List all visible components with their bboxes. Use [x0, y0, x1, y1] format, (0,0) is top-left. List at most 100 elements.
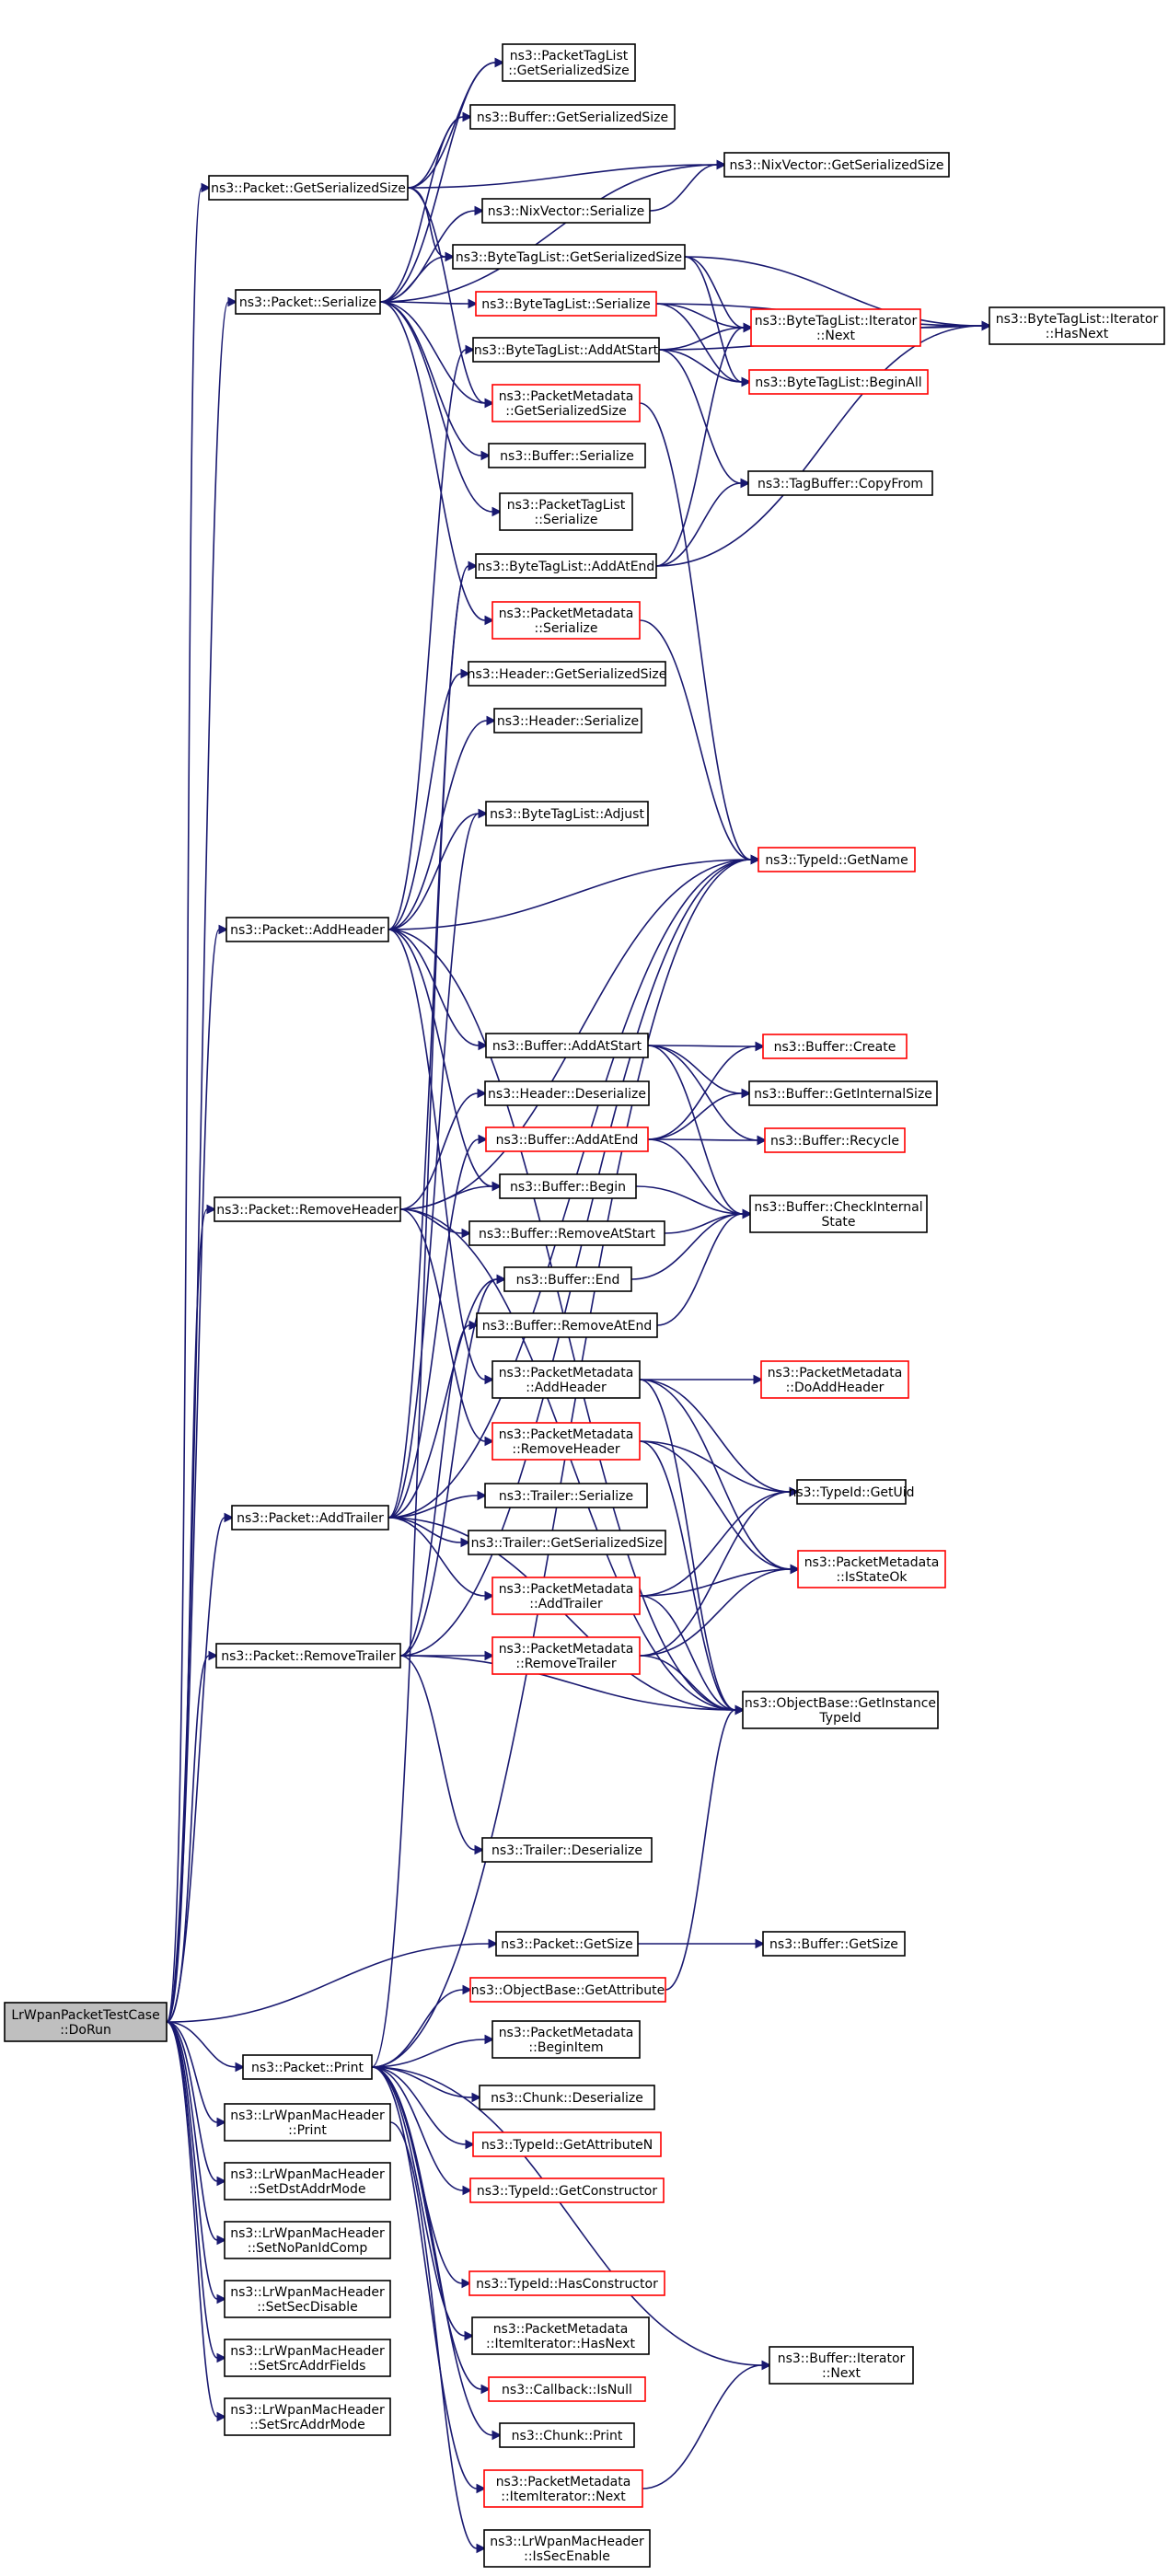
node-box-chunk_print	[499, 2422, 635, 2448]
node-buf_create[interactable]: ns3::Buffer::Create	[762, 1034, 908, 1059]
node-tid_getattrn[interactable]: ns3::TypeId::GetAttributeN	[472, 2131, 662, 2157]
node-nix_ser[interactable]: ns3::NixVector::Serialize	[481, 198, 651, 224]
node-hdr_getser[interactable]: ns3::Header::GetSerializedSize	[468, 661, 667, 687]
node-pm_removetrailer[interactable]: ns3::PacketMetadata::RemoveTrailer	[491, 1636, 641, 1675]
node-buf_end[interactable]: ns3::Buffer::End	[503, 1266, 632, 1292]
node-buf_addstart[interactable]: ns3::Buffer::AddAtStart	[485, 1033, 649, 1058]
node-lw_setdst[interactable]: ns3::LrWpanMacHeader::SetDstAddrMode	[224, 2162, 391, 2201]
arrowhead-root-to-lw_setdst	[216, 2176, 227, 2187]
node-buf_recycle[interactable]: ns3::Buffer::Recycle	[764, 1127, 906, 1153]
edge-pm_removetrailer-to-tid_getuid	[639, 1491, 791, 1657]
node-btl_it_hasnext[interactable]: ns3::ByteTagList::Iterator::HasNext	[989, 306, 1165, 345]
node-pm_isstateok[interactable]: ns3::PacketMetadata::IsStateOk	[797, 1550, 946, 1588]
arrowhead-pkt_serialize-to-pm_getser	[484, 398, 495, 409]
node-pkt_removetrailer[interactable]: ns3::Packet::RemoveTrailer	[215, 1643, 401, 1669]
node-label-lw_print-0: ns3::LrWpanMacHeader	[230, 2108, 385, 2123]
node-lw_print[interactable]: ns3::LrWpanMacHeader::Print	[224, 2103, 391, 2142]
node-buf_getsize[interactable]: ns3::Buffer::GetSize	[762, 1931, 906, 1957]
node-tid_hasctor[interactable]: ns3::TypeId::HasConstructor	[468, 2270, 665, 2296]
node-lw_setsecdis[interactable]: ns3::LrWpanMacHeader::SetSecDisable	[224, 2280, 391, 2318]
node-pkt_addheader[interactable]: ns3::Packet::AddHeader	[226, 917, 389, 942]
node-lw_setsrcf[interactable]: ns3::LrWpanMacHeader::SetSrcAddrFields	[224, 2339, 391, 2377]
node-tb_copyfrom[interactable]: ns3::TagBuffer::CopyFrom	[747, 470, 933, 496]
node-box-pm_addtrailer	[491, 1577, 641, 1615]
node-btl_addstart[interactable]: ns3::ByteTagList::AddAtStart	[472, 337, 660, 363]
node-pm_getser[interactable]: ns3::PacketMetadata::GetSerializedSize	[491, 384, 641, 422]
node-label-btl_it_hasnext-1: ::HasNext	[1046, 327, 1109, 341]
node-buf_it_next[interactable]: ns3::Buffer::Iterator::Next	[769, 2346, 914, 2385]
node-buf_removestart[interactable]: ns3::Buffer::RemoveAtStart	[468, 1220, 665, 1246]
node-ptl_getser[interactable]: ns3::PacketTagList::GetSerializedSize	[502, 43, 636, 82]
node-pkt_removeheader[interactable]: ns3::Packet::RemoveHeader	[214, 1196, 401, 1222]
arrowhead-pkt_print-to-cb_isnull	[480, 2384, 491, 2395]
node-btl_adjust[interactable]: ns3::ByteTagList::Adjust	[485, 801, 649, 826]
node-box-btl_beginall	[748, 369, 929, 395]
node-pm_addheader[interactable]: ns3::PacketMetadata::AddHeader	[491, 1360, 641, 1399]
arrowhead-root-to-pkt_getsize	[488, 1938, 499, 1949]
node-lw_issec[interactable]: ns3::LrWpanMacHeader::IsSecEnable	[483, 2529, 651, 2568]
node-pkt_getser[interactable]: ns3::Packet::GetSerializedSize	[208, 175, 409, 201]
node-label-buf_removestart-0: ns3::Buffer::RemoveAtStart	[479, 1227, 656, 1242]
node-pm_ser[interactable]: ns3::PacketMetadata::Serialize	[491, 601, 641, 640]
node-chunk_print[interactable]: ns3::Chunk::Print	[499, 2422, 635, 2448]
edge-pkt_removeheader-to-pm_removeheader	[399, 1208, 486, 1442]
node-pm_doaddheader[interactable]: ns3::PacketMetadata::DoAddHeader	[760, 1360, 909, 1399]
node-root[interactable]: LrWpanPacketTestCase::DoRun	[4, 2002, 168, 2042]
node-pkt_print[interactable]: ns3::Packet::Print	[242, 2054, 373, 2080]
node-buf_ser[interactable]: ns3::Buffer::Serialize	[488, 443, 646, 468]
node-label-lw_setsecdis-0: ns3::LrWpanMacHeader	[230, 2285, 385, 2300]
node-hdr_ser[interactable]: ns3::Header::Serialize	[493, 708, 642, 734]
node-ob_getattr[interactable]: ns3::ObjectBase::GetAttribute	[469, 1977, 666, 2003]
node-label-lw_setnopan-1: ::SetNoPanIdComp	[248, 2241, 368, 2256]
node-ptl_ser[interactable]: ns3::PacketTagList::Serialize	[499, 492, 633, 531]
arrowhead-btl_addend-to-tb_copyfrom	[740, 478, 751, 489]
node-btl_it_next[interactable]: ns3::ByteTagList::Iterator::Next	[750, 308, 921, 347]
node-box-lw_setsrcm	[224, 2397, 391, 2436]
node-tid_getctor[interactable]: ns3::TypeId::GetConstructor	[469, 2177, 665, 2203]
node-buf_addend[interactable]: ns3::Buffer::AddAtEnd	[485, 1126, 649, 1152]
node-box-pkt_getsize	[495, 1931, 639, 1957]
node-lw_setsrcm[interactable]: ns3::LrWpanMacHeader::SetSrcAddrMode	[224, 2397, 391, 2436]
node-box-hdr_getser	[468, 661, 666, 687]
node-chunk_deser[interactable]: ns3::Chunk::Deserialize	[479, 2085, 655, 2110]
node-btl_addend[interactable]: ns3::ByteTagList::AddAtEnd	[475, 553, 657, 579]
node-buf_getinternal[interactable]: ns3::Buffer::GetInternalSize	[748, 1080, 938, 1106]
node-label-buf_it_next-0: ns3::Buffer::Iterator	[778, 2351, 906, 2366]
node-btl_ser[interactable]: ns3::ByteTagList::Serialize	[475, 291, 657, 317]
node-tid_getname[interactable]: ns3::TypeId::GetName	[757, 847, 916, 872]
node-buf_begin[interactable]: ns3::Buffer::Begin	[499, 1173, 637, 1199]
node-pm_ii_next[interactable]: ns3::PacketMetadata::ItemIterator::Next	[483, 2469, 643, 2508]
edge-btl_addstart-to-btl_beginall	[658, 349, 743, 383]
node-buf_getser[interactable]: ns3::Buffer::GetSerializedSize	[469, 104, 676, 130]
node-tid_getuid[interactable]: ns3::TypeId::GetUid	[788, 1479, 915, 1505]
node-lw_setnopan[interactable]: ns3::LrWpanMacHeader::SetNoPanIdComp	[224, 2221, 391, 2259]
node-pm_beginitem[interactable]: ns3::PacketMetadata::BeginItem	[491, 2020, 641, 2059]
node-pm_ii_hasnext[interactable]: ns3::PacketMetadata::ItemIterator::HasNe…	[471, 2316, 650, 2355]
node-box-btl_addstart	[472, 337, 660, 363]
node-pkt_serialize[interactable]: ns3::Packet::Serialize	[235, 289, 381, 315]
node-buf_removeend[interactable]: ns3::Buffer::RemoveAtEnd	[476, 1312, 658, 1338]
node-box-pm_removeheader	[491, 1422, 641, 1461]
node-label-buf_checkinternal-0: ns3::Buffer::CheckInternal	[754, 1200, 922, 1215]
node-cb_isnull[interactable]: ns3::Callback::IsNull	[488, 2376, 646, 2402]
node-pkt_addtrailer[interactable]: ns3::Packet::AddTrailer	[231, 1505, 389, 1531]
node-btl_getser[interactable]: ns3::ByteTagList::GetSerializedSize	[452, 244, 686, 270]
node-trl_getser[interactable]: ns3::Trailer::GetSerializedSize	[468, 1530, 666, 1555]
node-trl_deser[interactable]: ns3::Trailer::Deserialize	[481, 1837, 653, 1863]
node-label-buf_it_next-1: ::Next	[822, 2366, 862, 2381]
node-hdr_deser[interactable]: ns3::Header::Deserialize	[484, 1080, 650, 1106]
arrowhead-pkt_addheader-to-btl_addstart	[465, 344, 476, 355]
arrowhead-buf_addend-to-buf_create	[755, 1041, 766, 1052]
node-nix_getser[interactable]: ns3::NixVector::GetSerializedSize	[723, 152, 950, 178]
node-btl_beginall[interactable]: ns3::ByteTagList::BeginAll	[748, 369, 929, 395]
node-trl_ser[interactable]: ns3::Trailer::Serialize	[484, 1483, 648, 1508]
node-label-chunk_print-0: ns3::Chunk::Print	[512, 2429, 623, 2443]
node-pm_addtrailer[interactable]: ns3::PacketMetadata::AddTrailer	[491, 1577, 641, 1615]
node-pm_removeheader[interactable]: ns3::PacketMetadata::RemoveHeader	[491, 1422, 641, 1461]
node-box-pkt_removetrailer	[215, 1643, 401, 1669]
node-label-lw_setnopan-0: ns3::LrWpanMacHeader	[230, 2226, 385, 2241]
node-box-ptl_getser	[502, 43, 636, 82]
node-pkt_getsize[interactable]: ns3::Packet::GetSize	[495, 1931, 639, 1957]
